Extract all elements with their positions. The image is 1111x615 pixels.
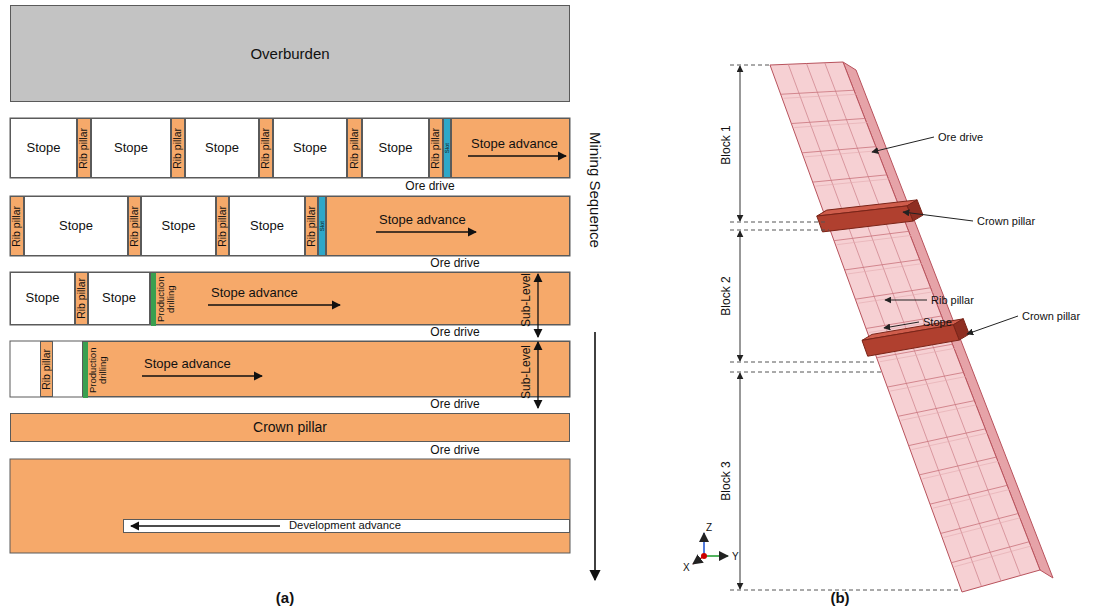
stope-box: Stope bbox=[273, 118, 347, 178]
rib-pillar: Rib pillar bbox=[347, 118, 362, 178]
stope-box: Stope bbox=[229, 196, 305, 256]
vertical-label: Rib pillar bbox=[41, 349, 53, 390]
callout-label: Rib pillar bbox=[931, 294, 974, 306]
node-label: Development advance bbox=[289, 519, 401, 532]
callout-label: Ore drive bbox=[428, 326, 481, 339]
stope-box: Stope bbox=[91, 118, 171, 178]
vertical-label: Rib pillar bbox=[78, 128, 90, 169]
vertical-label: Rib pillar bbox=[217, 206, 229, 247]
callout-label: Z bbox=[706, 522, 712, 533]
vertical-label: Rib pillar bbox=[430, 128, 442, 169]
vertical-label: Rib pillar bbox=[129, 206, 141, 247]
node-label: Stope advance bbox=[379, 213, 466, 228]
stope-box: Stope bbox=[88, 272, 150, 325]
row-outline bbox=[10, 118, 570, 553]
stope-box: Stope bbox=[24, 196, 128, 256]
node-label: Stope bbox=[293, 141, 327, 156]
node-label: Crown pillar bbox=[253, 419, 327, 435]
overburden-box: Overburden bbox=[10, 5, 570, 102]
production-drilling: Production drilling bbox=[151, 273, 179, 326]
callout-label: Ore drive bbox=[403, 180, 456, 193]
vertical-label: Sub-Level bbox=[520, 345, 533, 399]
callout-label: Stope bbox=[923, 316, 952, 328]
slot-box: Slot bbox=[443, 118, 451, 178]
vertical-label: Sub-Level bbox=[520, 273, 533, 327]
vertical-label: Rib pillar bbox=[306, 206, 318, 247]
node-label: Stope bbox=[162, 219, 196, 234]
rib-pillar: Rib pillar bbox=[216, 196, 229, 256]
vertical-label: Production drilling bbox=[156, 274, 177, 325]
callout-label: Crown pillar bbox=[977, 215, 1035, 227]
node-label: Stope advance bbox=[471, 137, 558, 152]
panel-label: (a) bbox=[276, 590, 294, 607]
production-drilling: Production drilling bbox=[83, 342, 111, 398]
callout-label: Ore drive bbox=[428, 398, 481, 411]
rib-pillar: Rib pillar bbox=[75, 272, 88, 325]
node-label: Stope advance bbox=[211, 286, 298, 301]
callout-label: Ore drive bbox=[428, 444, 481, 457]
rib-pillar: Rib pillar bbox=[171, 118, 185, 178]
stope-advance-zone: Stope advance bbox=[451, 118, 570, 178]
rib-pillar: Rib pillar bbox=[305, 196, 318, 256]
node-label: Stope bbox=[250, 219, 284, 234]
dimension-lines bbox=[730, 65, 961, 590]
stope-advance-zone: Stope advance Production drilling bbox=[82, 341, 570, 397]
node-label: Stope advance bbox=[144, 357, 231, 372]
callout-label: Ore drive bbox=[938, 131, 983, 143]
rib-pillar: Rib pillar bbox=[77, 118, 91, 178]
vertical-label: Rib pillar bbox=[11, 206, 23, 247]
node-label: Stope bbox=[27, 141, 61, 156]
crown-pillar-band: Crown pillar bbox=[10, 413, 570, 442]
vertical-label: Slot bbox=[319, 221, 326, 231]
vertical-label: Mining Sequence bbox=[587, 132, 604, 248]
node-label: Overburden bbox=[250, 45, 329, 62]
stope-box: Stope bbox=[10, 118, 77, 178]
vertical-label: Slot bbox=[444, 143, 451, 153]
vertical-label: Rib pillar bbox=[76, 278, 88, 319]
slot-box: Slot bbox=[318, 196, 326, 256]
vertical-label: Block 2 bbox=[720, 276, 733, 315]
stope-advance-zone: Stope advance Production drilling bbox=[150, 272, 570, 325]
axis-triad bbox=[693, 533, 728, 564]
vertical-label: Block 3 bbox=[720, 461, 733, 500]
stope-box: Stope bbox=[10, 272, 75, 325]
node-label: Stope bbox=[26, 291, 60, 306]
node-label: Stope bbox=[102, 291, 136, 306]
stope-box: Stope bbox=[141, 196, 216, 256]
callout-label: Ore drive bbox=[428, 257, 481, 270]
vertical-label: Block 1 bbox=[720, 125, 733, 164]
stope-box: Stope bbox=[362, 118, 429, 178]
callout-label: Crown pillar bbox=[1022, 310, 1080, 322]
vertical-label: Rib pillar bbox=[172, 128, 184, 169]
node-label: Stope bbox=[114, 141, 148, 156]
stope-advance-zone: Stope advance bbox=[326, 196, 570, 256]
rib-pillar: Rib pillar bbox=[40, 341, 53, 397]
callout-label: X bbox=[683, 562, 690, 573]
leader-lines bbox=[872, 137, 1018, 334]
vertical-label: Rib pillar bbox=[349, 128, 361, 169]
node-label: Stope bbox=[59, 219, 93, 234]
node-label: Stope bbox=[379, 141, 413, 156]
vertical-label: Production drilling bbox=[88, 343, 109, 397]
rib-pillar: Rib pillar bbox=[128, 196, 141, 256]
callout-label: Y bbox=[732, 551, 739, 562]
rib-pillar: Rib pillar bbox=[259, 118, 273, 178]
vertical-label: Rib pillar bbox=[260, 128, 272, 169]
stope-box: Stope bbox=[185, 118, 259, 178]
rib-pillar: Rib pillar bbox=[429, 118, 443, 178]
panel-label: (b) bbox=[830, 590, 849, 607]
rib-pillar: Rib pillar bbox=[10, 196, 24, 256]
orebody-3d bbox=[770, 62, 1053, 592]
node-label: Stope bbox=[205, 141, 239, 156]
